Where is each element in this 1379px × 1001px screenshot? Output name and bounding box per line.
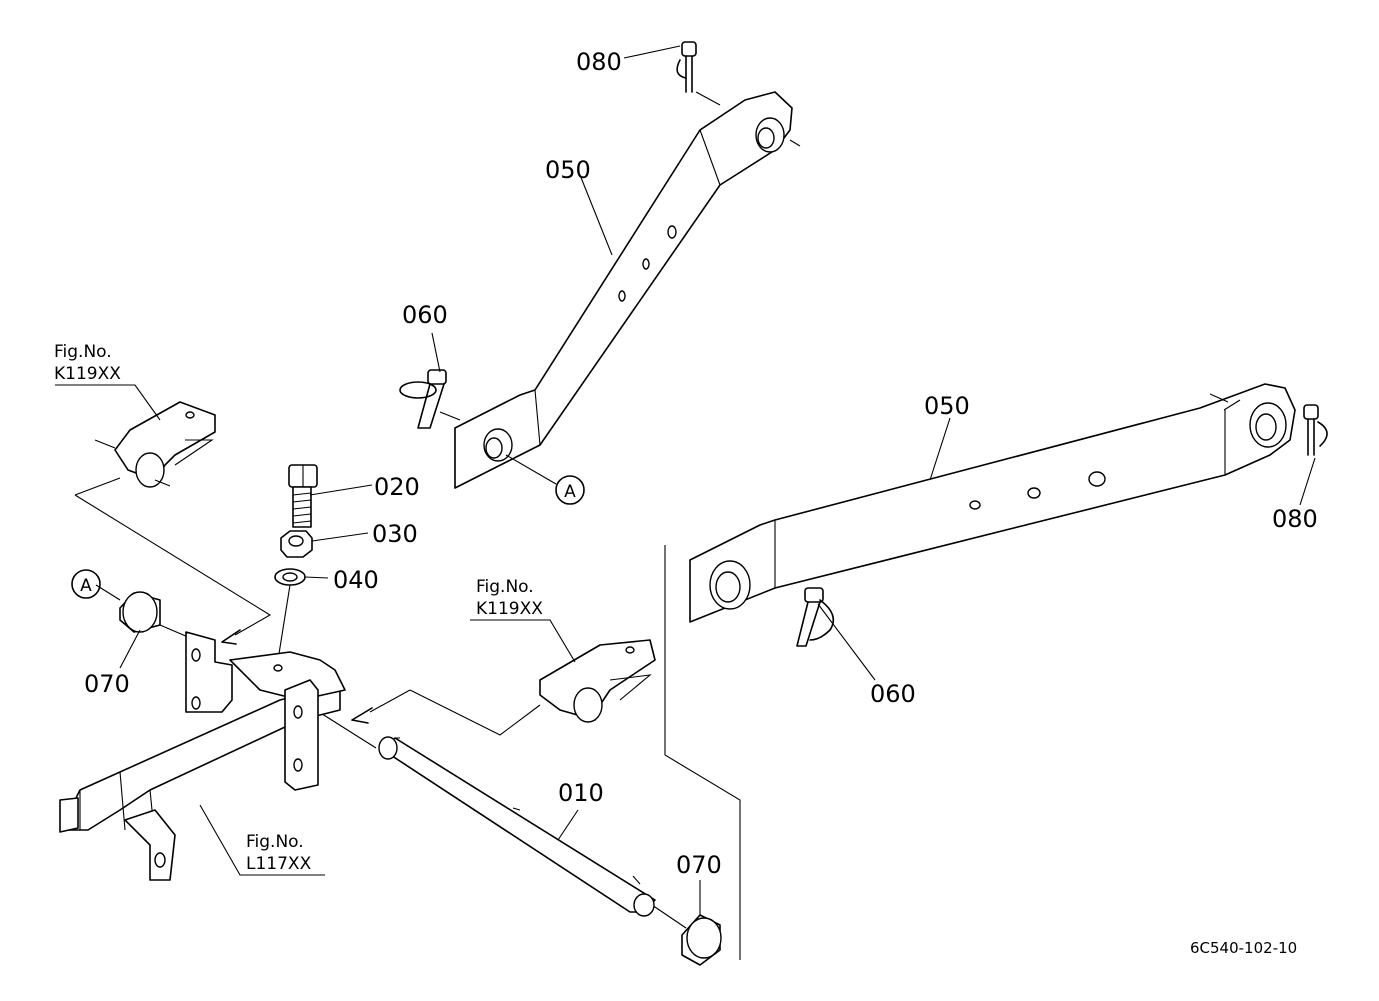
part-label-060-upper: 060 xyxy=(402,301,448,329)
part-label-060-lower: 060 xyxy=(870,680,916,708)
part-label-080-upper: 080 xyxy=(576,48,622,76)
clevis-bracket-upper[interactable] xyxy=(94,401,216,488)
fig-ref-number: L117XX xyxy=(246,854,312,874)
reference-a-text: A xyxy=(564,482,576,502)
clevis-bracket-lower[interactable] xyxy=(539,639,656,723)
reference-mark-a-upper: A xyxy=(555,475,585,505)
part-label-080-lower: 080 xyxy=(1272,505,1318,533)
fig-ref-label: Fig.No. xyxy=(54,342,112,362)
part-label-010: 010 xyxy=(558,779,604,807)
bolt[interactable] xyxy=(288,464,318,528)
washer[interactable] xyxy=(274,568,306,586)
linch-pin-upper[interactable] xyxy=(676,41,721,106)
reference-mark-a-left: A xyxy=(71,569,101,599)
diagram-code: 6C540-102-10 xyxy=(1190,939,1297,957)
fig-ref-label: Fig.No. xyxy=(476,577,534,597)
leader-lines xyxy=(55,45,1316,960)
fig-ref-label: Fig.No. xyxy=(246,832,304,852)
hitch-frame[interactable] xyxy=(59,631,346,881)
cross-pin[interactable] xyxy=(299,699,656,917)
part-label-070-right: 070 xyxy=(676,851,722,879)
part-label-050-lower: 050 xyxy=(924,392,970,420)
bushing-left[interactable] xyxy=(119,591,196,641)
lift-pin-lower[interactable] xyxy=(796,587,835,647)
reference-a-text: A xyxy=(80,576,92,596)
part-label-030: 030 xyxy=(372,520,418,548)
part-label-040: 040 xyxy=(333,566,379,594)
lower-link-upper[interactable] xyxy=(454,91,801,489)
part-label-070-left: 070 xyxy=(84,670,130,698)
fig-ref-number: K119XX xyxy=(54,364,121,384)
lift-pin-upper[interactable] xyxy=(399,369,461,429)
part-label-050-upper: 050 xyxy=(545,156,591,184)
hex-nut[interactable] xyxy=(280,530,313,558)
part-label-020: 020 xyxy=(374,473,420,501)
bushing-right[interactable] xyxy=(651,904,722,966)
linch-pin-lower[interactable] xyxy=(1303,404,1328,456)
fig-ref-number: K119XX xyxy=(476,599,543,619)
lower-link-lower[interactable] xyxy=(689,383,1296,623)
